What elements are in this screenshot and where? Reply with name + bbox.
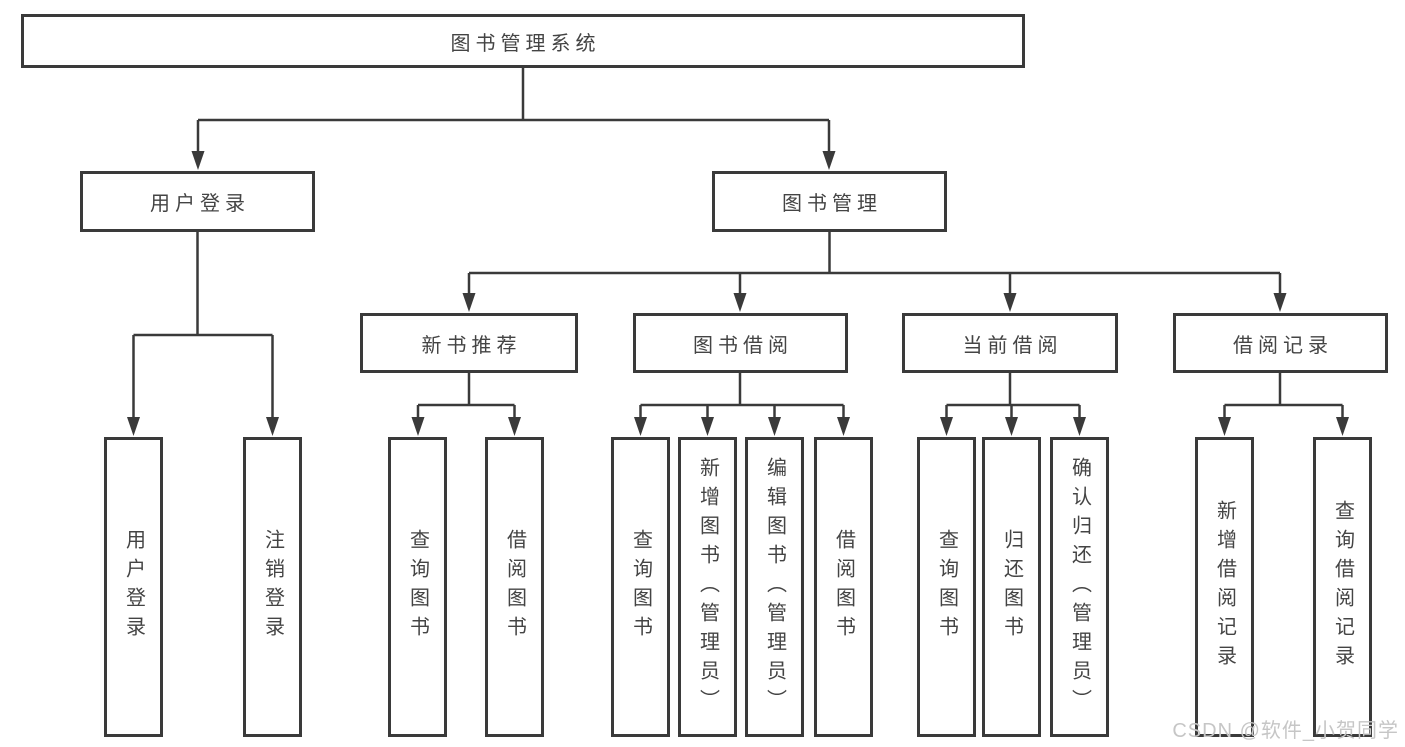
arrow-down-icon	[940, 417, 953, 436]
section-current-borrow: 当前借阅	[902, 313, 1118, 373]
arrow-down-icon	[822, 151, 836, 170]
leaf-logout: 注销登录	[243, 437, 302, 737]
leaf-label: 查询图书	[406, 529, 429, 645]
leaf-label: 用户登录	[122, 529, 145, 645]
arrow-down-icon	[411, 417, 425, 436]
leaf-label: 查询借阅记录	[1331, 500, 1354, 674]
arrow-down-icon	[733, 293, 747, 312]
leaf-confirm-return-admin: 确认归还（管理员）	[1050, 437, 1109, 737]
leaf-label: 注销登录	[261, 529, 284, 645]
leaf-add-books-admin: 新增图书（管理员）	[678, 437, 737, 737]
leaf-label: 编辑图书（管理员）	[763, 456, 786, 718]
leaf-user-login: 用户登录	[104, 437, 163, 737]
arrow-down-icon	[1273, 293, 1287, 312]
leaf-query-books: 查询图书	[388, 437, 447, 737]
branch-label: 用户登录	[150, 193, 250, 215]
connector-lines	[132, 68, 1344, 418]
leaf-label: 借阅图书	[832, 529, 855, 645]
section-label: 图书借阅	[693, 334, 793, 357]
arrow-down-icon	[1336, 417, 1349, 436]
leaf-return-books: 归还图书	[982, 437, 1041, 737]
arrow-down-icon	[508, 417, 521, 436]
section-new-book-recommend: 新书推荐	[360, 313, 578, 373]
arrow-down-icon	[462, 293, 476, 312]
leaf-edit-books-admin: 编辑图书（管理员）	[745, 437, 804, 737]
leaf-label: 查询图书	[629, 529, 652, 645]
leaf-label: 查询图书	[935, 529, 958, 645]
watermark: CSDN @软件_小贺同学	[1172, 720, 1399, 742]
branch-user-login: 用户登录	[80, 171, 315, 232]
arrow-down-icon	[1073, 417, 1086, 436]
arrow-down-icon	[1218, 417, 1231, 436]
arrow-down-icon	[1005, 417, 1018, 436]
leaf-label: 借阅图书	[503, 529, 526, 645]
arrow-down-icon	[1003, 293, 1017, 312]
arrow-down-icon	[127, 417, 140, 436]
section-label: 新书推荐	[421, 334, 522, 357]
leaf-query-borrow-record: 查询借阅记录	[1313, 437, 1372, 737]
arrow-down-icon	[266, 417, 279, 436]
arrow-down-icon	[191, 151, 205, 170]
arrow-down-icon	[701, 417, 714, 436]
section-book-borrow: 图书借阅	[633, 313, 848, 373]
section-label: 借阅记录	[1233, 334, 1333, 357]
leaf-label: 归还图书	[1000, 529, 1023, 645]
leaf-label: 确认归还（管理员）	[1068, 456, 1091, 718]
leaf-add-borrow-record: 新增借阅记录	[1195, 437, 1254, 737]
arrowheads	[127, 151, 1349, 436]
branch-book-management: 图书管理	[712, 171, 947, 232]
leaf-label: 新增图书（管理员）	[696, 456, 719, 718]
leaf-query-books: 查询图书	[917, 437, 976, 737]
node-root: 图书管理系统	[21, 14, 1025, 68]
arrow-down-icon	[768, 417, 781, 436]
leaf-borrow-books: 借阅图书	[485, 437, 544, 737]
leaf-borrow-books: 借阅图书	[814, 437, 873, 737]
section-borrow-records: 借阅记录	[1173, 313, 1388, 373]
leaf-query-books: 查询图书	[611, 437, 670, 737]
arrow-down-icon	[837, 417, 850, 436]
node-root-label: 图书管理系统	[450, 32, 601, 55]
leaf-label: 新增借阅记录	[1213, 500, 1236, 674]
section-label: 当前借阅	[962, 334, 1063, 357]
branch-label: 图书管理	[782, 193, 882, 215]
arrow-down-icon	[634, 417, 647, 436]
